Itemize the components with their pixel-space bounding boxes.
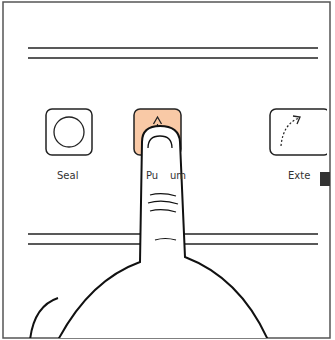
curved-arrow-icon	[281, 118, 299, 146]
arrow-icon	[154, 117, 162, 124]
button-label: Pu	[146, 170, 158, 182]
button-label: um	[170, 170, 186, 182]
button-label: Seal	[57, 170, 78, 182]
external-button	[270, 109, 327, 155]
fingernail	[148, 136, 172, 148]
panel-edge	[28, 57, 318, 59]
finger	[58, 126, 268, 338]
seal-icon	[54, 117, 84, 147]
finger-wrinkles	[148, 194, 178, 240]
curved-arrow-icon	[293, 116, 300, 124]
seal-button	[46, 109, 92, 155]
thumb	[30, 298, 58, 338]
panel-edge	[28, 47, 318, 49]
side-tab	[320, 172, 330, 186]
button-label: Exte	[288, 170, 310, 182]
